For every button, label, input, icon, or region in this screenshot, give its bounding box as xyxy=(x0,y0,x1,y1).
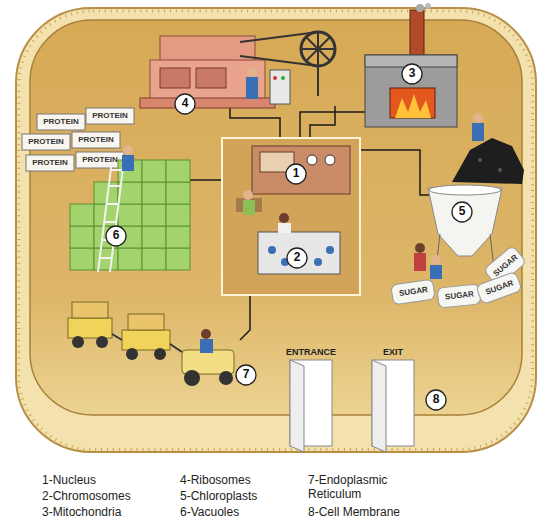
crate-label: PROTEIN xyxy=(32,158,68,167)
key-entry: 5-Chloroplasts xyxy=(180,490,257,504)
key-entry: 3-Mitochondria xyxy=(42,506,121,520)
callout-number: 8 xyxy=(433,393,440,407)
crate-label: PROTEIN xyxy=(43,117,79,126)
callout-number: 5 xyxy=(459,205,466,219)
crate-label: PROTEIN xyxy=(82,155,118,164)
crate-label: PROTEIN xyxy=(28,137,64,146)
key-entry: 2-Chromosomes xyxy=(42,490,131,504)
vacuole-stack xyxy=(70,160,190,270)
cell-floor xyxy=(30,20,522,415)
crate-label: PROTEIN xyxy=(92,111,128,120)
key-entry: 1-Nucleus xyxy=(42,474,96,488)
wires xyxy=(190,105,438,340)
bag-label: SUGAR xyxy=(491,253,519,279)
nucleus-control-room xyxy=(222,138,360,295)
door-sign: EXIT xyxy=(383,347,403,357)
key-entry: 8-Cell Membrane xyxy=(308,506,400,520)
bag-label: SUGAR xyxy=(444,290,474,302)
callout-number: 1 xyxy=(293,167,300,181)
er-tractor xyxy=(68,302,234,386)
bag-label: SUGAR xyxy=(398,285,428,298)
membrane-dots xyxy=(19,11,533,450)
doors xyxy=(290,360,414,452)
key-entry: 4-Ribosomes xyxy=(180,474,251,488)
crate-label: PROTEIN xyxy=(78,135,114,144)
cell-membrane xyxy=(16,8,536,452)
callout-circles xyxy=(106,64,472,410)
sugar-bags xyxy=(391,245,527,308)
callout-number: 2 xyxy=(294,251,301,265)
callout-number: 7 xyxy=(243,368,250,382)
door-sign: ENTRANCE xyxy=(286,347,336,357)
callout-number: 6 xyxy=(113,229,120,243)
mitochondria-furnace xyxy=(365,3,524,184)
protein-crates xyxy=(22,108,134,171)
key-entry: 6-Vacuoles xyxy=(180,506,239,520)
ribosome-machine xyxy=(140,36,290,108)
worker xyxy=(122,155,134,171)
key-entry: 7-Endoplasmic Reticulum xyxy=(308,474,408,502)
drive-belt xyxy=(240,32,335,96)
bag-label: SUGAR xyxy=(484,279,514,298)
callout-number: 3 xyxy=(409,67,416,81)
callout-number: 4 xyxy=(182,97,189,111)
ladder xyxy=(98,160,124,272)
